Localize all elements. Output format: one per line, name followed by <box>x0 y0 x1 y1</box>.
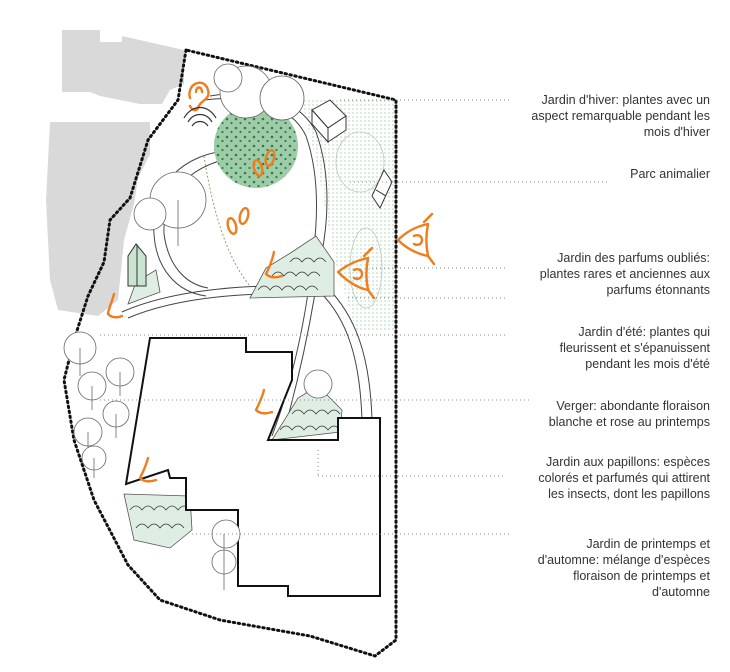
trees <box>63 63 333 590</box>
tree-icon <box>63 331 97 376</box>
nose-icon <box>138 456 158 483</box>
nose-icon <box>264 250 284 279</box>
legend-line: Jardin d'été: plantes qui <box>578 325 710 339</box>
tree-icon <box>303 369 333 399</box>
legend-line: plantes rares et anciennes aux <box>539 267 710 281</box>
footprints-icon <box>226 207 250 235</box>
property-boundary <box>62 48 398 658</box>
legend-line: Verger: abondante floraison <box>556 399 710 413</box>
legend-line: Parc animalier <box>630 167 710 181</box>
legend-line: Jardin de printemps et <box>586 537 710 551</box>
legend-line: blanche et rose au printemps <box>548 415 710 429</box>
legend-line: Jardin d'hiver: plantes avec un <box>541 93 710 107</box>
sheds <box>127 99 393 287</box>
legend-animal-park: Parc animalier <box>630 166 710 182</box>
legend-line: fleurissent et s'épanuissent <box>559 341 710 355</box>
shed-icon <box>311 99 347 144</box>
legend-line: Jardin des parfums oubliés: <box>557 251 710 265</box>
house-outline <box>124 337 381 597</box>
tree-icon <box>133 171 207 246</box>
legend-forgotten-scents: Jardin des parfums oubliés: plantes rare… <box>540 250 710 298</box>
legend-summer-garden: Jardin d'été: plantes qui fleurissent et… <box>560 324 710 372</box>
winter-garden <box>214 104 298 188</box>
tree-icon <box>213 63 305 121</box>
pasture-ring <box>349 227 383 309</box>
tree-icon <box>102 400 130 438</box>
legend-line: floraison de printemps et <box>573 569 710 583</box>
tree-icon <box>105 357 135 396</box>
legend-line: d'automne <box>652 585 710 599</box>
tree-icon <box>211 519 241 590</box>
eye-icon <box>396 212 436 266</box>
legend-line: Jardin aux papillons: espèces <box>546 455 710 469</box>
shed-icon <box>371 168 393 210</box>
legend-line: aspect remarquable pendant les <box>531 109 710 123</box>
sense-icons <box>106 81 436 483</box>
legend-line: pendant les mois d'été <box>585 357 710 371</box>
legend-winter-garden: Jardin d'hiver: plantes avec un aspect r… <box>531 92 710 140</box>
footprints-icon <box>252 149 276 177</box>
pasture-ring <box>335 131 385 193</box>
nose-icon <box>254 388 274 415</box>
tree-icon <box>81 445 107 478</box>
eye-icon <box>336 246 376 300</box>
legend-line: les insects, dont les papillons <box>548 487 710 501</box>
legend-line: colorés et parfumés qui attirent <box>538 471 710 485</box>
nose-icon <box>106 292 124 319</box>
neighbor-buildings <box>46 30 184 316</box>
ear-icon <box>188 81 210 112</box>
animal-park-area <box>302 100 398 330</box>
tree-icon <box>77 371 107 410</box>
legend-butterfly-garden: Jardin aux papillons: espèces colorés et… <box>538 454 710 502</box>
shed-icon <box>127 243 147 287</box>
legend-spring-autumn-garden: Jardin de printemps et d'automne: mélang… <box>538 536 710 600</box>
legend-orchard: Verger: abondante floraison blanche et r… <box>549 398 710 430</box>
leader-lines <box>100 99 610 535</box>
shrub-strokes <box>129 257 341 529</box>
legend-line: mois d'hiver <box>643 125 710 139</box>
sound-waves-icon <box>183 106 217 127</box>
legend-line: parfums étonnants <box>606 283 710 297</box>
legend-line: d'automne: mélange d'espèces <box>537 553 710 567</box>
